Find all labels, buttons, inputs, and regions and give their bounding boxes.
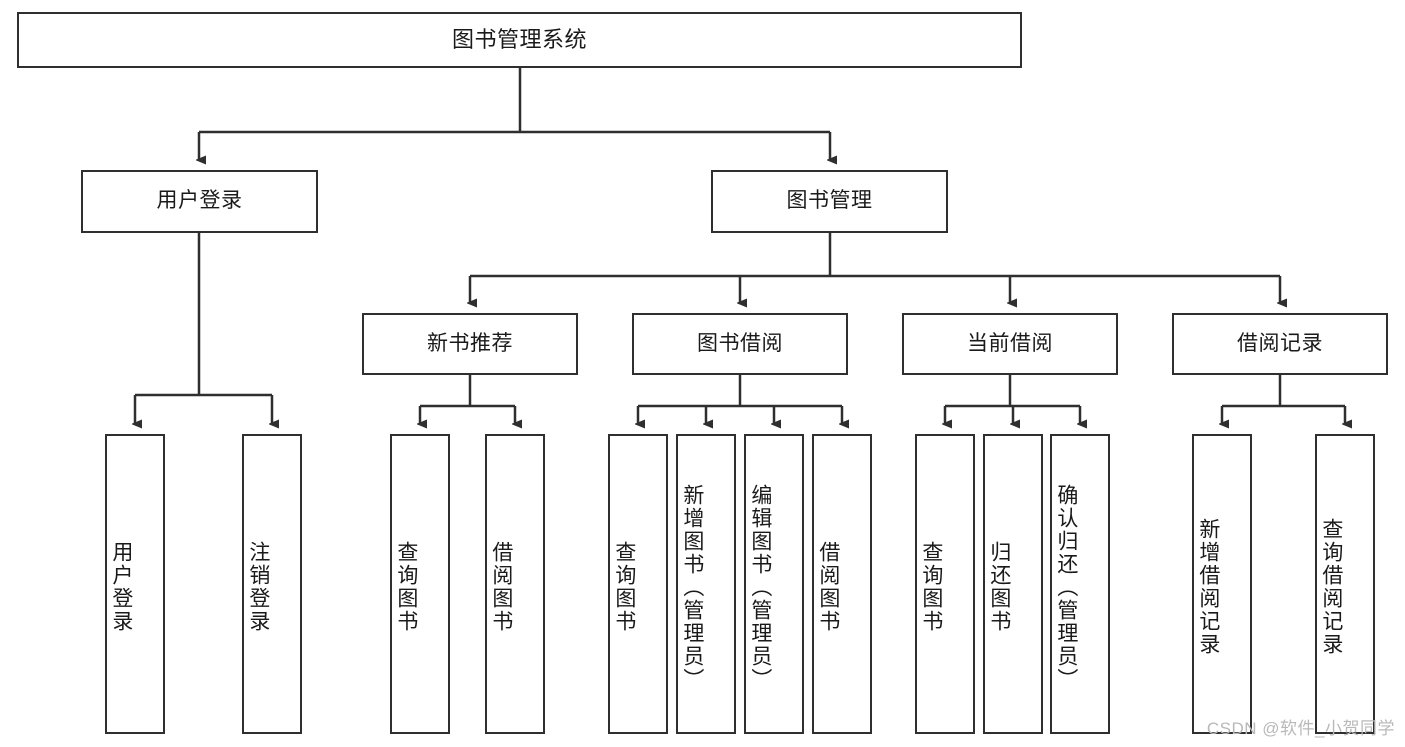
node-book-borrow-label: 图书借阅 — [697, 331, 783, 355]
node-leaf-borrow-book-1[interactable]: 借阅图书 — [485, 434, 545, 734]
node-leaf-user-logout[interactable]: 注销登录 — [242, 434, 302, 734]
node-leaf-query-book-1-label: 查询图书 — [394, 541, 418, 633]
node-current-borrow-label: 当前借阅 — [967, 331, 1053, 355]
node-leaf-return-book[interactable]: 归还图书 — [983, 434, 1043, 734]
node-borrow-record[interactable]: 借阅记录 — [1172, 313, 1388, 375]
node-book-management-label: 图书管理 — [786, 189, 873, 213]
node-leaf-add-record[interactable]: 新增借阅记录 — [1192, 434, 1252, 734]
node-borrow-record-label: 借阅记录 — [1237, 331, 1323, 355]
node-leaf-return-book-label: 归还图书 — [987, 541, 1011, 633]
node-new-book-recommend[interactable]: 新书推荐 — [362, 313, 578, 375]
node-leaf-query-book-1[interactable]: 查询图书 — [390, 434, 450, 734]
node-leaf-user-login[interactable]: 用户登录 — [105, 434, 165, 734]
node-leaf-add-book[interactable]: 新增图书（管理员） — [676, 434, 736, 734]
node-current-borrow[interactable]: 当前借阅 — [902, 313, 1118, 375]
node-leaf-add-record-label: 新增借阅记录 — [1196, 518, 1220, 656]
node-leaf-borrow-book-1-label: 借阅图书 — [489, 541, 513, 633]
node-leaf-user-login-label: 用户登录 — [109, 541, 133, 633]
node-leaf-edit-book[interactable]: 编辑图书（管理员） — [744, 434, 804, 734]
node-leaf-edit-book-label: 编辑图书（管理员） — [748, 483, 772, 691]
node-user-login[interactable]: 用户登录 — [81, 170, 318, 233]
node-leaf-query-book-2[interactable]: 查询图书 — [608, 434, 668, 734]
node-leaf-user-logout-label: 注销登录 — [246, 541, 270, 633]
node-leaf-borrow-book-2[interactable]: 借阅图书 — [812, 434, 872, 734]
node-leaf-query-record[interactable]: 查询借阅记录 — [1315, 434, 1375, 734]
node-book-management[interactable]: 图书管理 — [711, 170, 948, 233]
node-leaf-query-book-3[interactable]: 查询图书 — [915, 434, 975, 734]
node-leaf-query-book-3-label: 查询图书 — [919, 541, 943, 633]
node-leaf-confirm-return-label: 确认归还（管理员） — [1054, 483, 1078, 691]
node-user-login-label: 用户登录 — [156, 189, 243, 213]
node-root-label: 图书管理系统 — [451, 27, 587, 53]
node-new-book-recommend-label: 新书推荐 — [427, 331, 513, 355]
node-leaf-add-book-label: 新增图书（管理员） — [680, 483, 704, 691]
node-leaf-query-record-label: 查询借阅记录 — [1319, 518, 1343, 656]
node-leaf-confirm-return[interactable]: 确认归还（管理员） — [1050, 434, 1110, 734]
node-leaf-borrow-book-2-label: 借阅图书 — [816, 541, 840, 633]
node-root[interactable]: 图书管理系统 — [17, 12, 1022, 68]
node-leaf-query-book-2-label: 查询图书 — [612, 541, 636, 633]
watermark-text: CSDN @软件_小贺同学 — [1206, 719, 1395, 738]
node-book-borrow[interactable]: 图书借阅 — [632, 313, 848, 375]
